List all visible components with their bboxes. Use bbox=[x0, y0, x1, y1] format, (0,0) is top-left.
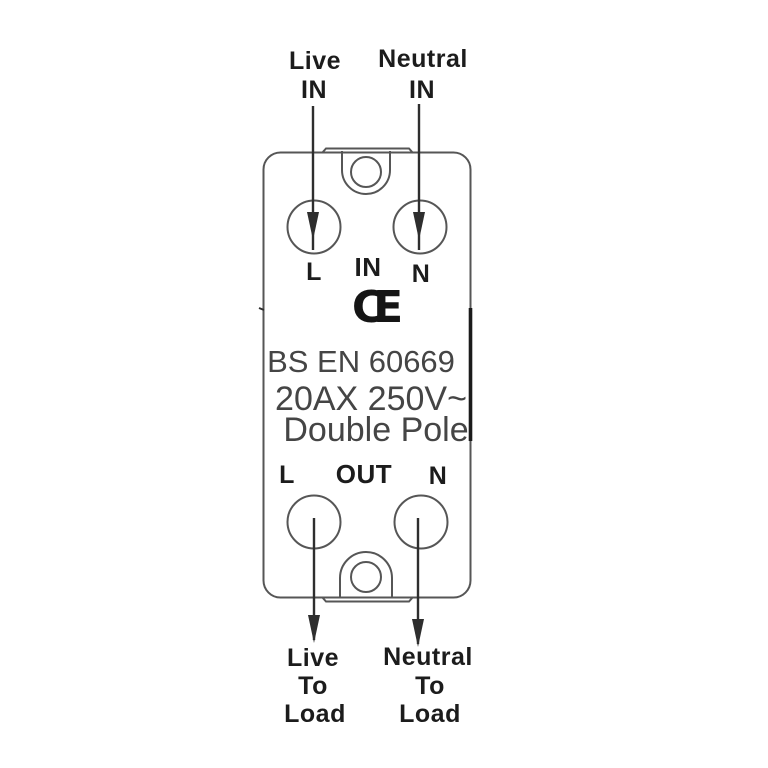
live-to-load-line3: Load bbox=[284, 700, 346, 728]
pole-type-text: Double Pole bbox=[283, 411, 469, 449]
live-to-load-line2: To bbox=[298, 672, 328, 700]
terminal-label-n-in: N bbox=[411, 260, 431, 288]
live-in-arrowhead-icon bbox=[307, 212, 319, 240]
out-row-label: OUT bbox=[335, 459, 393, 489]
neutral-to-load-line3: Load bbox=[399, 700, 461, 728]
rating-text: 20AX 250V~ bbox=[275, 380, 467, 418]
neutral-in-label-line2: IN bbox=[409, 76, 435, 104]
live-out-arrowhead-icon bbox=[308, 615, 320, 643]
terminal-neutral-out bbox=[393, 494, 449, 550]
terminal-label-l-out: L bbox=[279, 461, 295, 489]
terminal-label-l-in: L bbox=[306, 258, 322, 286]
live-in-label-line2: IN bbox=[301, 76, 327, 104]
standard-text: BS EN 60669 bbox=[267, 344, 455, 379]
top-edge-step bbox=[321, 147, 414, 154]
neutral-out-arrowhead-icon bbox=[412, 619, 424, 647]
in-row-label: IN bbox=[354, 252, 382, 282]
neutral-to-load-line2: To bbox=[415, 672, 445, 700]
top-screw-hole-icon bbox=[350, 156, 382, 188]
neutral-in-arrowhead-icon bbox=[413, 212, 425, 240]
ce-mark: CE bbox=[351, 282, 403, 333]
bottom-edge-step bbox=[321, 596, 414, 603]
bottom-screw-hole-icon bbox=[350, 561, 382, 593]
live-to-load-line1: Live bbox=[286, 644, 340, 672]
neutral-in-label-line1: Neutral bbox=[378, 45, 468, 73]
live-in-label-line1: Live bbox=[288, 47, 342, 75]
terminal-label-n-out: N bbox=[428, 462, 448, 490]
bottom-mounting-lug bbox=[339, 551, 393, 597]
left-edge-seam-mark bbox=[258, 307, 265, 311]
top-mounting-lug bbox=[341, 151, 391, 195]
neutral-to-load-line1: Neutral bbox=[383, 643, 473, 671]
